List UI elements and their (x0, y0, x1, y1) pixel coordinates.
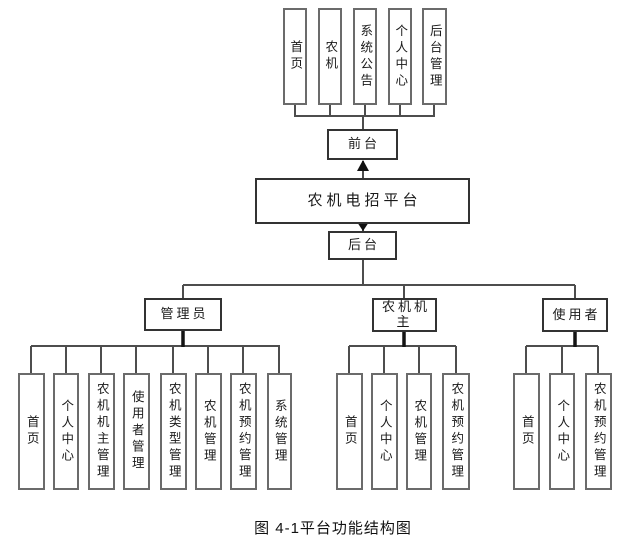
node-admin-user-management: 使用者管理 (123, 373, 150, 490)
node-label: 首页 (519, 415, 534, 448)
node-role-admin: 管理员 (144, 298, 222, 331)
node-label: 后台 (347, 237, 380, 253)
node-user-home: 首页 (513, 373, 540, 490)
node-label: 个人中心 (555, 398, 570, 465)
node-label: 个人中心 (59, 398, 74, 465)
node-admin-home: 首页 (18, 373, 45, 490)
node-label: 农机机主 (381, 299, 430, 329)
node-front-backstage-management: 后台管理 (422, 8, 447, 105)
node-label: 农机预约管理 (591, 382, 606, 481)
node-label: 农机机主管理 (94, 382, 109, 481)
node-label: 个人中心 (393, 23, 408, 90)
node-label: 后台管理 (427, 23, 442, 90)
node-label: 农机电招平台 (307, 192, 422, 210)
node-label: 个人中心 (377, 398, 392, 465)
node-label: 农机预约管理 (449, 382, 464, 481)
node-label: 农机 (323, 40, 338, 73)
node-front-end: 前台 (327, 129, 398, 160)
node-label: 管理员 (160, 306, 209, 322)
node-label: 农机预约管理 (236, 382, 251, 481)
node-user-machine-reservation-management: 农机预约管理 (585, 373, 612, 490)
node-owner-machine-reservation-management: 农机预约管理 (442, 373, 470, 490)
node-role-machine-owner: 农机机主 (372, 298, 437, 332)
node-label: 前台 (347, 136, 380, 152)
node-label: 农机管理 (412, 398, 427, 465)
node-label: 首页 (24, 415, 39, 448)
diagram-caption: 图 4-1平台功能结构图 (254, 520, 412, 537)
node-admin-personal-center: 个人中心 (53, 373, 79, 490)
node-label: 首页 (288, 40, 303, 73)
node-admin-machine-owner-management: 农机机主管理 (88, 373, 115, 490)
node-front-system-announcement: 系统公告 (353, 8, 377, 105)
arrow-down-icon (357, 222, 369, 231)
node-label: 系统管理 (272, 398, 287, 465)
node-front-machinery: 农机 (318, 8, 342, 105)
node-label: 系统公告 (358, 23, 373, 90)
arrow-up-icon (357, 160, 369, 171)
node-owner-home: 首页 (336, 373, 363, 490)
node-back-end: 后台 (328, 231, 397, 260)
node-label: 使用者管理 (129, 390, 144, 473)
node-role-user: 使用者 (542, 298, 608, 332)
node-admin-machine-reservation-management: 农机预约管理 (230, 373, 257, 490)
node-admin-machine-management: 农机管理 (195, 373, 222, 490)
node-admin-system-management: 系统管理 (267, 373, 292, 490)
node-front-personal-center: 个人中心 (388, 8, 412, 105)
node-front-home: 首页 (283, 8, 307, 105)
node-label: 首页 (342, 415, 357, 448)
node-platform-root: 农机电招平台 (255, 178, 470, 224)
node-label: 农机类型管理 (166, 382, 181, 481)
node-label: 使用者 (552, 306, 601, 322)
node-owner-personal-center: 个人中心 (371, 373, 398, 490)
node-user-personal-center: 个人中心 (549, 373, 575, 490)
node-owner-machine-management: 农机管理 (406, 373, 432, 490)
node-admin-machine-type-management: 农机类型管理 (160, 373, 187, 490)
node-label: 农机管理 (201, 398, 216, 465)
